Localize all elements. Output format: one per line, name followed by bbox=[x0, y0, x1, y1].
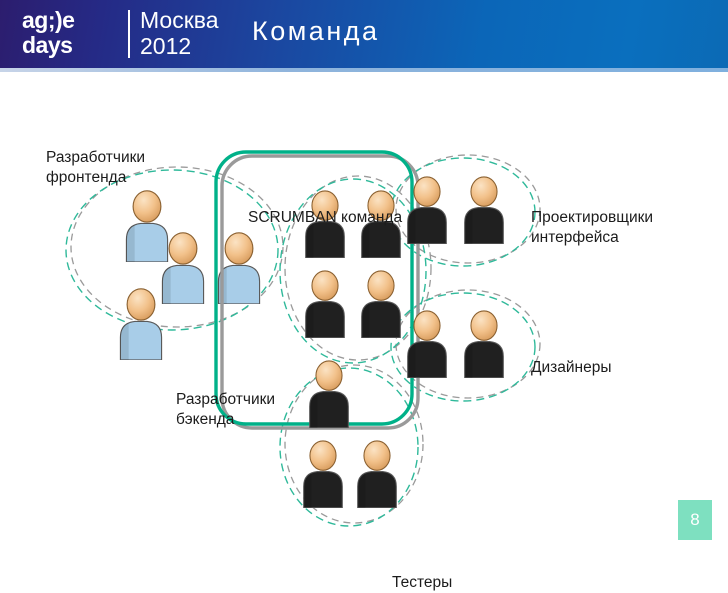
agiledays-logo: ag;)e days bbox=[22, 8, 132, 60]
diagram-canvas bbox=[65, 150, 541, 527]
logo-line-2: days bbox=[22, 32, 73, 58]
label-frontend-developers: Разработчики фронтенда bbox=[46, 149, 146, 186]
group-ellipse-shadows bbox=[70, 154, 541, 524]
label-testers: Тестеры bbox=[392, 574, 453, 591]
logo-divider bbox=[128, 10, 130, 58]
group-outline-testers bbox=[279, 367, 419, 527]
page-number-badge: 8 bbox=[678, 500, 712, 540]
group-outline-frontend bbox=[65, 169, 279, 331]
group-outline-backend bbox=[279, 178, 427, 364]
team-diagram: Разработчики фронтенда SCRUMBAN команда … bbox=[0, 72, 728, 591]
header-underline bbox=[0, 68, 728, 72]
page-title: Команда bbox=[252, 16, 380, 46]
label-scrumban-team: SCRUMBAN команда bbox=[248, 209, 403, 226]
scrumban-boundary-shadow bbox=[220, 154, 420, 430]
label-designers: Дизайнеры bbox=[531, 359, 612, 376]
logo-line-1: ag;)e bbox=[22, 7, 75, 33]
label-ui-designers: Проектировщики интерфейса bbox=[531, 209, 654, 246]
logo-city-label: Москва bbox=[140, 7, 219, 33]
label-backend-developers: Разработчики бэкенда bbox=[176, 391, 276, 428]
slide-header: ag;)e days Москва 2012 Команда bbox=[0, 0, 728, 68]
logo-year-label: 2012 bbox=[140, 33, 192, 59]
group-outline-designers bbox=[390, 292, 536, 402]
